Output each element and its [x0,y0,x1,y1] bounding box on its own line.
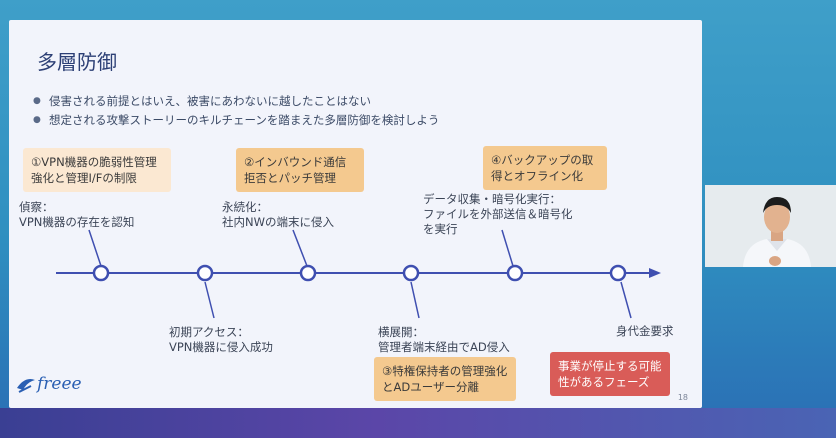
measure-box-1: ①VPN機器の脆弱性管理強化と管理I/Fの制限 [23,148,171,192]
stage-title: 永続化： [222,200,268,214]
bullet-item: 想定される攻撃ストーリーのキルチェーンを踏まえた多層防御を検討しよう [31,111,439,130]
timeline-arrow-head [649,268,661,278]
presenter-video-icon [705,185,836,267]
connector-line [501,229,514,267]
connector-line [292,229,308,267]
stage-detail: VPN機器の存在を認知 [19,215,135,229]
presenter-figure [705,185,836,267]
business-stop-box: 事業が停止する可能性があるフェーズ [550,352,670,396]
slide-title: 多層防御 [37,50,117,74]
timeline-node [506,264,524,282]
connector-line [620,281,632,319]
stage-detail: ファイルを外部送信＆暗号化を実行 [423,207,573,236]
stage-title: データ収集・暗号化実行： [423,192,561,206]
stage-label: 偵察： VPN機器の存在を認知 [19,200,134,230]
measure-box-2: ②インバウンド通信拒否とパッチ管理 [236,148,364,192]
stage-title: 偵察： [19,200,54,214]
connector-line [88,229,102,267]
connector-line [204,281,215,319]
timeline-node [299,264,317,282]
timeline-node [196,264,214,282]
freee-logo-icon [17,379,35,393]
stage-label: 横展開： 管理者端末経由でAD侵入 [378,325,510,355]
stage-title: 横展開： [378,325,424,339]
connector-line [410,281,420,319]
stage-detail: VPN機器に侵入成功 [169,340,273,354]
stage-label: データ収集・暗号化実行： ファイルを外部送信＆暗号化を実行 [423,192,573,237]
bullet-item: 侵害される前提とはいえ、被害にあわないに越したことはない [31,92,439,111]
stage-label: 身代金要求 [616,324,674,339]
timeline-node [609,264,627,282]
timeline-node [402,264,420,282]
stage-title: 身代金要求 [616,324,674,338]
measure-box-4: ④バックアップの取得とオフライン化 [483,146,607,190]
page-number: 18 [677,393,688,402]
presentation-slide: 多層防御 侵害される前提とはいえ、被害にあわないに越したことはない 想定される攻… [9,20,702,408]
kill-chain-timeline [56,229,661,319]
measure-box-3: ③特権保持者の管理強化とADユーザー分離 [374,357,516,401]
stage-detail: 社内NWの端末に侵入 [222,215,334,229]
bullet-list: 侵害される前提とはいえ、被害にあわないに越したことはない 想定される攻撃ストーリ… [31,92,439,130]
timeline-node [92,264,110,282]
stage-title: 初期アクセス： [169,325,249,339]
bottom-band [0,408,836,438]
freee-logo-text: freee [37,374,82,394]
stage-label: 永続化： 社内NWの端末に侵入 [222,200,334,230]
stage-detail: 管理者端末経由でAD侵入 [378,340,510,354]
stage-label: 初期アクセス： VPN機器に侵入成功 [169,325,273,355]
